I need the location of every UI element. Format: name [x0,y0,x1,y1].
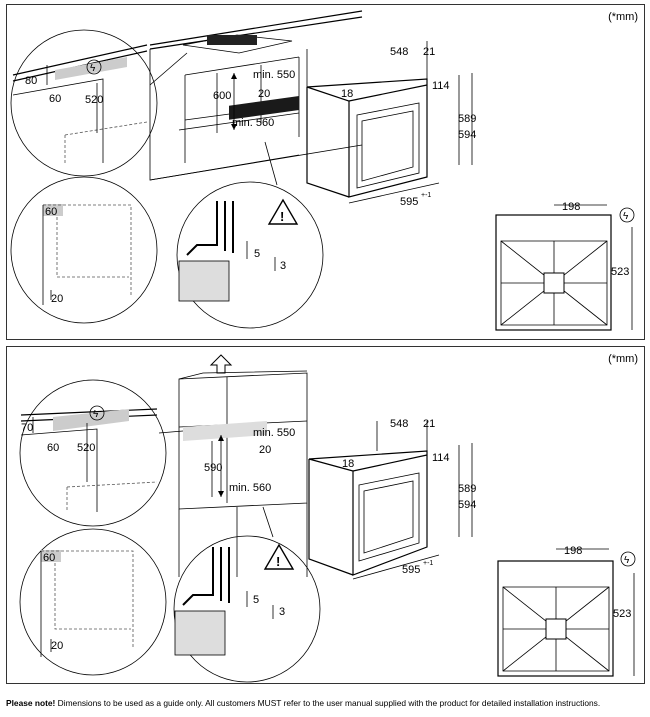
dim-60: 60 [47,442,59,454]
dim-20-b: 20 [51,640,63,652]
dim-114: 114 [432,80,450,92]
dim-520: 520 [85,94,103,106]
oven-side-view: 198 523 ϟ [495,201,635,331]
dim-20-b: 20 [51,293,63,305]
oven-side-view: 198 523 ϟ [497,545,636,677]
dim-18: 18 [342,458,354,470]
dim-114: 114 [432,452,450,464]
dim-60: 60 [49,93,61,105]
unit-label: (*mm) [608,11,638,23]
dim-523: 523 [613,608,631,620]
dim-589: 589 [458,113,476,125]
dim-590: 590 [204,462,222,474]
dim-3: 3 [280,260,286,272]
under-counter-diagram: 600 min. 550 20 min. 560 80 60 520 ϟ [10,10,635,331]
dim-198: 198 [562,201,580,213]
dim-20: 20 [258,88,270,100]
disclaimer-text: Dimensions to be used as a guide only. A… [55,698,601,708]
dim-595-tolerance: +-1 [421,192,431,199]
worktop [149,10,363,54]
svg-text:ϟ: ϟ [90,63,96,74]
dim-80: 80 [25,75,37,87]
disclaimer-note: Please note! Dimensions to be used as a … [6,698,600,708]
detail-circle-corner: 60 20 [10,176,158,324]
dim-20: 20 [259,444,271,456]
dim-70: 70 [21,422,33,434]
dim-520: 520 [77,442,95,454]
svg-text:ϟ: ϟ [624,555,630,566]
dim-18: 18 [341,88,353,100]
tall-cabinet [178,370,308,577]
unit-label: (*mm) [608,353,638,365]
detail-circle-rail: 5 3 ! [173,506,321,683]
warning-triangle-icon: ! [267,198,299,225]
detail-circle-corner: 60 20 [19,528,167,676]
svg-text:ϟ: ϟ [623,211,629,222]
svg-text:ϟ: ϟ [93,409,99,420]
dim-5: 5 [254,248,260,260]
dim-548: 548 [390,46,408,58]
electrical-plug-icon: ϟ [86,59,102,75]
dim-60-b: 60 [43,552,55,564]
tall-housing-installation-panel: (*mm) 590 min. 550 20 min. 560 [6,346,645,684]
cabinet-dimensions: 600 min. 550 20 min. 560 [213,69,295,130]
dim-3: 3 [279,606,285,618]
detail-circle-plug: 80 60 520 ϟ [10,29,188,177]
dim-595-tolerance: +-1 [423,560,433,567]
disclaimer-bold: Please note! [6,698,56,708]
dim-594: 594 [458,499,476,511]
electrical-plug-icon: ϟ [620,551,636,567]
dim-198: 198 [564,545,582,557]
cabinet-dimensions: 590 min. 550 20 min. 560 [204,427,295,497]
detail-circle-rail: 5 3 ! [176,141,324,329]
dim-523: 523 [611,266,629,278]
dim-595: 595 [400,196,418,208]
dim-21: 21 [423,418,435,430]
svg-text:!: ! [276,554,280,569]
tall-housing-diagram: 590 min. 550 20 min. 560 70 60 520 ϟ [19,354,636,683]
dim-min-560: min. 560 [232,117,274,129]
oven-3d-view: 548 21 18 114 589 594 595 +-1 [308,418,476,580]
cabinet [149,49,363,181]
dim-595: 595 [402,564,420,576]
dim-594: 594 [458,129,476,141]
detail-circle-plug: 70 60 520 ϟ [19,379,184,527]
dim-600: 600 [213,90,231,102]
svg-text:!: ! [280,209,284,224]
warning-triangle-icon: ! [263,543,295,570]
dim-21: 21 [423,46,435,58]
dim-min-560: min. 560 [229,482,271,494]
electrical-plug-icon: ϟ [89,405,105,421]
under-counter-installation-panel: (*mm) 600 min. 550 2 [6,4,645,340]
dim-min-550: min. 550 [253,69,295,81]
electrical-plug-icon: ϟ [619,207,635,223]
dim-min-550: min. 550 [253,427,295,439]
dim-548: 548 [390,418,408,430]
oven-3d-view: 548 21 18 114 589 594 595 +-1 [306,41,476,208]
dim-60-b: 60 [45,206,57,218]
dim-5: 5 [253,594,259,606]
up-arrow-icon [209,354,233,374]
dim-589: 589 [458,483,476,495]
